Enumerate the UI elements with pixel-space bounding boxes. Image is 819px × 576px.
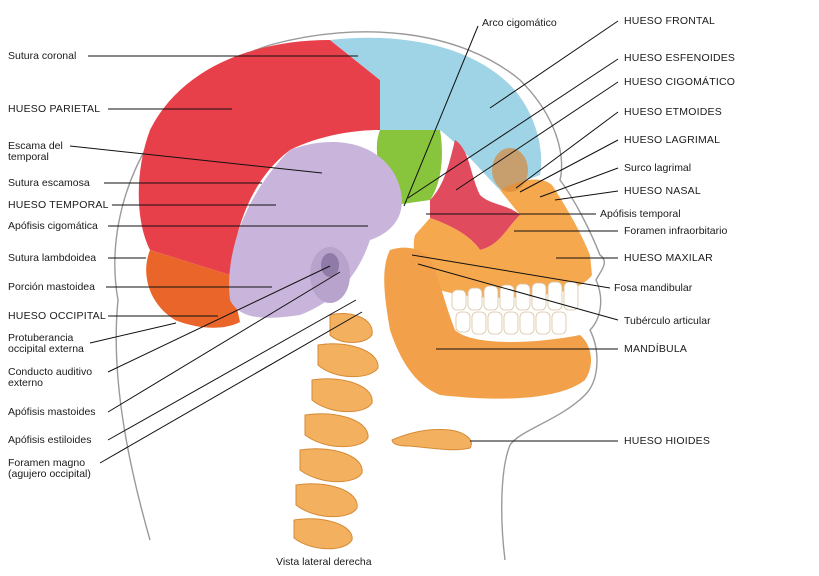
- label-foramen-magno: Foramen magno (agujero occipital): [8, 457, 91, 480]
- label-sutura-escamosa: Sutura escamosa: [8, 177, 90, 189]
- label-sutura-lambdoidea: Sutura lambdoidea: [8, 252, 97, 264]
- temporal-bone: [229, 142, 402, 318]
- teeth: [451, 281, 579, 335]
- head-outline: [114, 31, 605, 561]
- hyoid-bone: [391, 429, 472, 451]
- leader-lines: [69, 20, 619, 464]
- mandible-bone: [384, 247, 592, 399]
- maxilla-face: [413, 179, 592, 298]
- label-apofisis-cigomatica: Apófisis cigomática: [8, 220, 98, 232]
- label-conducto-auditivo: Conducto auditivo externo: [8, 366, 93, 389]
- figure-caption: Vista lateral derecha: [276, 556, 372, 568]
- frontal-bone: [330, 37, 542, 190]
- label-hueso-parietal: HUESO PARIETAL: [8, 103, 101, 115]
- orbit: [492, 148, 528, 192]
- label-protuberancia-occipital: Protuberancia occipital externa: [8, 332, 84, 355]
- label-hueso-esfenoides: HUESO ESFENOIDES: [624, 52, 736, 64]
- occipital-bone: [146, 250, 240, 328]
- label-hueso-hioides: HUESO HIOIDES: [624, 435, 711, 447]
- label-apofisis-estiloides: Apófisis estiloides: [8, 434, 92, 446]
- label-escama-temporal: Escama del temporal: [8, 140, 63, 163]
- external-auditory-canal: [321, 253, 339, 277]
- label-hueso-maxilar: HUESO MAXILAR: [624, 252, 713, 264]
- label-foramen-infraorbitario: Foramen infraorbitario: [624, 225, 728, 237]
- label-hueso-frontal: HUESO FRONTAL: [624, 15, 716, 27]
- label-porcion-mastoidea: Porción mastoidea: [8, 281, 95, 293]
- label-apofisis-mastoides: Apófisis mastoides: [8, 406, 96, 418]
- label-hueso-occipital: HUESO OCCIPITAL: [8, 310, 106, 322]
- label-hueso-etmoides: HUESO ETMOIDES: [624, 106, 722, 118]
- zygomatic-bone: [430, 140, 520, 250]
- label-sutura-coronal: Sutura coronal: [8, 50, 77, 62]
- label-tuberculo-articular: Tubérculo articular: [624, 315, 711, 327]
- label-fosa-mandibular: Fosa mandibular: [614, 282, 693, 294]
- label-surco-lagrimal: Surco lagrimal: [624, 162, 692, 174]
- cervical-vertebrae: [293, 313, 379, 550]
- label-apofisis-temporal: Apófisis temporal: [600, 208, 681, 220]
- label-hueso-nasal: HUESO NASAL: [624, 185, 701, 197]
- label-hueso-temporal: HUESO TEMPORAL: [8, 199, 109, 211]
- label-hueso-lagrimal: HUESO LAGRIMAL: [624, 134, 721, 146]
- label-arco-cigomatico: Arco cigomático: [482, 17, 557, 29]
- parietal-bone: [138, 40, 380, 275]
- label-hueso-cigomatico: HUESO CIGOMÁTICO: [624, 76, 736, 88]
- label-mandibula: MANDÍBULA: [624, 343, 688, 355]
